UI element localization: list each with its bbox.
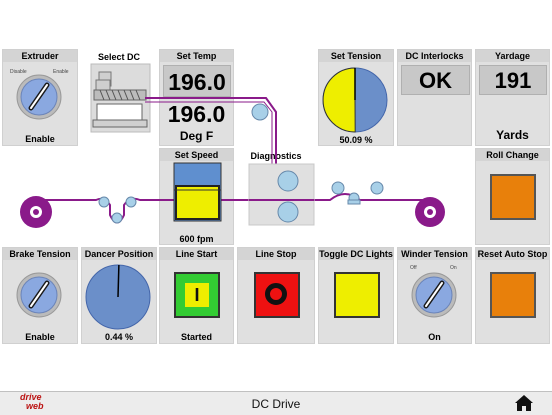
- brake-tension-title-bar: [3, 248, 77, 260]
- line-start-state: Started: [180, 332, 212, 342]
- set-speed-value: 600 fpm: [179, 234, 214, 244]
- diagnostics-box[interactable]: [248, 163, 315, 226]
- dc-interlocks-title-bar: [398, 50, 471, 62]
- dancer-position-value: 0.44 %: [104, 332, 134, 342]
- roll-change-title: Roll Change: [486, 150, 539, 160]
- set-tension-title-bar: [319, 50, 393, 62]
- knob-icon[interactable]: [411, 272, 457, 318]
- reset-auto-stop-title-bar: [476, 248, 549, 260]
- logo-top: drive: [20, 392, 42, 402]
- set-temp-panel: Set Temp 196.0 196.0 Deg F: [159, 49, 234, 146]
- knob-icon[interactable]: [16, 272, 62, 318]
- line-stop-title-bar: [238, 248, 314, 260]
- set-tension-panel[interactable]: Set Tension 50.09 %: [318, 49, 394, 146]
- dancer-position-panel: Dancer Position 0.44 %: [81, 247, 157, 344]
- line-start-title: Line Start: [175, 249, 218, 259]
- toggle-dc-lights-button[interactable]: [334, 272, 380, 318]
- toggle-dc-lights-title-bar: [319, 248, 393, 260]
- dc-interlocks-panel: DC Interlocks OK: [397, 49, 472, 146]
- line-stop-panel: Line Stop: [237, 247, 315, 344]
- extruder-enable-label: Enable: [53, 69, 69, 75]
- footer-title: DC Drive: [251, 397, 301, 411]
- extruder-title: Extruder: [21, 51, 59, 61]
- drive-web-logo: drive web: [20, 393, 60, 413]
- knob-icon[interactable]: [16, 74, 62, 120]
- yardage-unit: Yards: [496, 128, 529, 142]
- reset-auto-stop-panel: Reset Auto Stop: [475, 247, 550, 344]
- set-tension-value: 50.09 %: [339, 135, 373, 145]
- winder-off-label: Off: [410, 265, 417, 271]
- set-temp-title: Set Temp: [176, 51, 217, 61]
- extruder-machine-icon[interactable]: [90, 63, 151, 133]
- set-speed-title: Set Speed: [174, 150, 219, 160]
- winder-tension-title-bar: [398, 248, 471, 260]
- roll-change-panel: Roll Change: [475, 148, 550, 245]
- rewind-roll-icon: [415, 197, 445, 227]
- diagnostics-title: Diagnostics: [250, 151, 302, 161]
- unwind-roll-icon: [20, 196, 52, 228]
- winder-on-label: On: [450, 265, 457, 271]
- temp-unit-label: Deg F: [179, 129, 214, 143]
- yardage-title-bar: [476, 50, 549, 62]
- extruder-panel: Extruder Disable Enable Enable: [2, 49, 78, 146]
- dancer-position-title: Dancer Position: [84, 249, 154, 259]
- reset-auto-stop-button[interactable]: [490, 272, 536, 318]
- line-start-title-bar: [160, 248, 233, 260]
- winder-tension-title: Winder Tension: [401, 249, 468, 259]
- yardage-panel: Yardage 191 Yards: [475, 49, 550, 146]
- home-icon[interactable]: [514, 394, 534, 412]
- set-speed-panel[interactable]: Set Speed 600 fpm: [159, 148, 234, 245]
- reset-auto-stop-title: Reset Auto Stop: [477, 249, 548, 259]
- select-dc-title: Select DC: [97, 52, 141, 62]
- logo-bottom: web: [26, 401, 44, 411]
- yardage-title: Yardage: [494, 51, 531, 61]
- dancer-position-title-bar: [82, 248, 156, 260]
- brake-tension-title: Brake Tension: [9, 249, 71, 259]
- toggle-dc-lights-title: Toggle DC Lights: [319, 249, 393, 259]
- line-start-panel: Line Start I Started: [159, 247, 234, 344]
- temp-actual-readout: 196.0: [167, 101, 226, 127]
- winder-tension-state: On: [428, 332, 441, 342]
- dc-interlocks-title: DC Interlocks: [405, 51, 464, 61]
- toggle-dc-lights-panel: Toggle DC Lights: [318, 247, 394, 344]
- roll-change-title-bar: [476, 149, 549, 161]
- brake-tension-state: Enable: [25, 332, 55, 342]
- set-tension-title: Set Tension: [330, 51, 382, 61]
- line-start-symbol: I: [185, 283, 209, 307]
- extruder-disable-label: Disable: [10, 69, 27, 75]
- stop-ring-icon: [265, 283, 287, 305]
- extruder-title-bar: [3, 50, 77, 62]
- footer-bar: drive web DC Drive: [0, 391, 552, 415]
- roll-change-button[interactable]: [490, 174, 536, 220]
- sensor-icon: [347, 199, 361, 205]
- line-stop-title: Line Stop: [255, 249, 297, 259]
- yardage-value: 191: [479, 65, 547, 95]
- line-stop-button[interactable]: [254, 272, 300, 318]
- line-start-button[interactable]: I: [174, 272, 220, 318]
- extruder-state: Enable: [25, 134, 55, 144]
- dc-interlocks-status: OK: [401, 65, 470, 95]
- set-temp-title-bar: [160, 50, 233, 62]
- temp-setpoint-field[interactable]: 196.0: [163, 65, 231, 97]
